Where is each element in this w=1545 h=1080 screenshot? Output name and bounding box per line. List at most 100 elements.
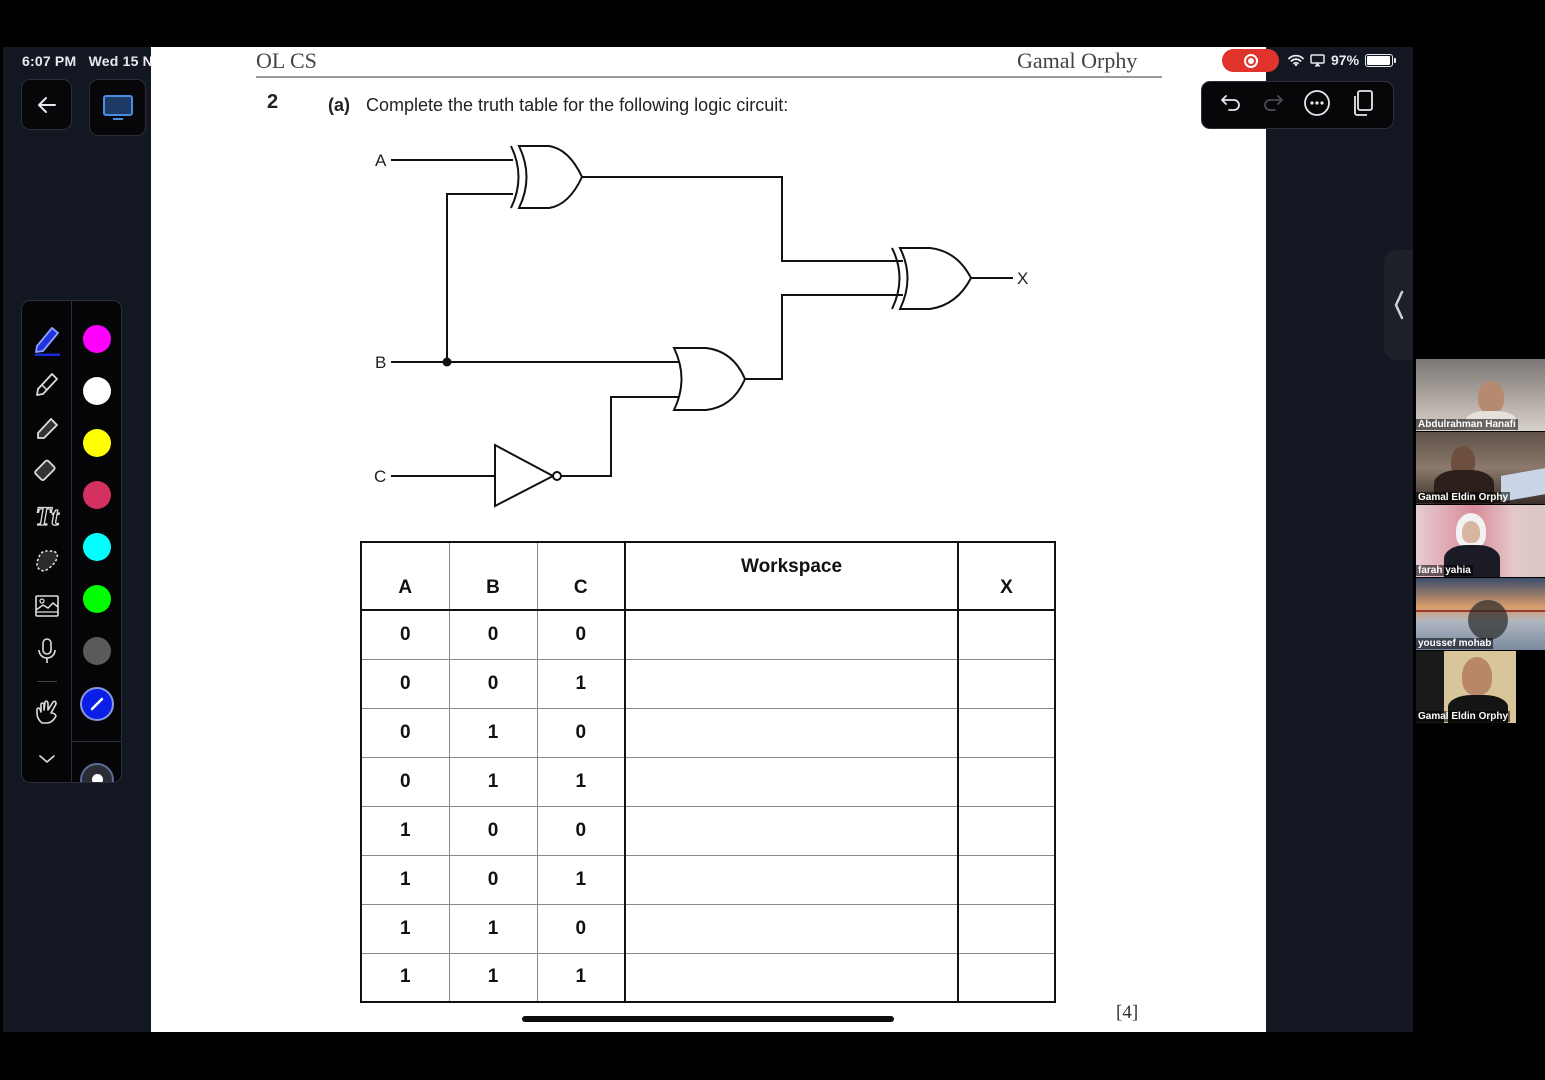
input-label-b: B xyxy=(375,353,386,372)
cell-b: 0 xyxy=(448,805,538,856)
cell-c: 0 xyxy=(536,609,626,660)
video-feed xyxy=(1468,600,1508,640)
cell-c: 0 xyxy=(536,903,626,954)
wifi-icon xyxy=(1288,54,1304,66)
cell-a: 1 xyxy=(360,854,450,905)
participant-videos: Abdulrahman Hanafi Gamal Eldin Orphy far… xyxy=(1416,359,1545,724)
color-swatch-green[interactable] xyxy=(83,585,111,613)
color-swatch-white[interactable] xyxy=(83,377,111,405)
stroke-size-button[interactable] xyxy=(80,763,114,782)
truth-table: A B C Workspace X 0 0 0 0 0 1 xyxy=(360,541,1056,1003)
participant-tile[interactable]: youssef mohab xyxy=(1416,578,1545,650)
cell-a: 1 xyxy=(360,805,450,856)
palette-expand-button[interactable] xyxy=(30,742,64,776)
record-icon xyxy=(1243,53,1258,68)
cell-c: 1 xyxy=(536,756,626,807)
cell-b: 1 xyxy=(448,952,538,1003)
date: Wed 15 N xyxy=(88,53,153,69)
tool-eraser[interactable] xyxy=(30,454,64,488)
cell-x[interactable] xyxy=(957,805,1056,856)
cell-workspace[interactable] xyxy=(624,805,959,856)
color-swatch-yellow[interactable] xyxy=(83,429,111,457)
col-header-a: A xyxy=(360,541,450,611)
marks-label: [4] xyxy=(1116,1002,1139,1023)
pages-button[interactable] xyxy=(1351,89,1375,122)
tool-lasso[interactable] xyxy=(30,544,64,578)
battery-percent: 97% xyxy=(1331,52,1360,68)
cell-workspace[interactable] xyxy=(624,903,959,954)
tool-pen[interactable] xyxy=(30,322,64,356)
monitor-icon xyxy=(102,94,133,120)
cell-x[interactable] xyxy=(957,658,1056,709)
tool-audio[interactable] xyxy=(30,634,64,668)
more-options-button[interactable] xyxy=(1303,89,1331,122)
redo-button[interactable] xyxy=(1262,94,1284,117)
participant-tile[interactable]: Gamal Eldin Orphy xyxy=(1416,651,1516,723)
home-indicator[interactable] xyxy=(522,1016,894,1022)
top-toolbar xyxy=(1201,81,1394,129)
tool-pencil[interactable] xyxy=(30,366,64,400)
cell-c: 1 xyxy=(536,658,626,709)
color-swatch-blue-selected[interactable] xyxy=(80,687,114,721)
input-label-c: C xyxy=(374,467,386,486)
side-panel-handle[interactable] xyxy=(1384,250,1413,360)
question-part: (a) xyxy=(328,95,350,115)
participant-name: Gamal Eldin Orphy xyxy=(1416,711,1511,722)
screen-recording-indicator[interactable] xyxy=(1222,49,1279,72)
cell-workspace[interactable] xyxy=(624,658,959,709)
table-row: 0 0 0 xyxy=(360,609,1056,660)
participant-name: Abdulrahman Hanafi xyxy=(1416,419,1518,430)
color-swatch-gray[interactable] xyxy=(83,637,111,665)
palette-divider xyxy=(71,301,72,782)
participant-tile[interactable]: Gamal Eldin Orphy xyxy=(1416,432,1545,504)
cell-a: 0 xyxy=(360,609,450,660)
cell-x[interactable] xyxy=(957,952,1056,1003)
cell-b: 0 xyxy=(448,854,538,905)
cell-workspace[interactable] xyxy=(624,854,959,905)
cell-workspace[interactable] xyxy=(624,609,959,660)
cell-x[interactable] xyxy=(957,903,1056,954)
cell-x[interactable] xyxy=(957,854,1056,905)
cell-x[interactable] xyxy=(957,707,1056,758)
video-feed xyxy=(1462,657,1492,695)
microphone-icon xyxy=(38,638,56,663)
question-text: Complete the truth table for the followi… xyxy=(366,95,789,115)
logic-circuit-diagram: A B C X xyxy=(374,145,1028,508)
tool-image[interactable] xyxy=(30,589,64,623)
cell-workspace[interactable] xyxy=(624,952,959,1003)
cell-workspace[interactable] xyxy=(624,756,959,807)
col-header-b: B xyxy=(448,541,538,611)
screen-share-button[interactable] xyxy=(89,79,146,136)
document-page[interactable]: OL CS Gamal Orphy 2 (a) Complete the tru… xyxy=(151,47,1266,1032)
participant-name: youssef mohab xyxy=(1416,638,1494,649)
participant-tile[interactable]: farah yahia xyxy=(1416,505,1545,577)
cell-c: 1 xyxy=(536,854,626,905)
color-swatch-cyan[interactable] xyxy=(83,533,111,561)
tool-text[interactable]: Tt xyxy=(30,500,64,534)
participant-tile[interactable]: Abdulrahman Hanafi xyxy=(1416,359,1545,431)
undo-button[interactable] xyxy=(1220,94,1242,117)
battery-icon xyxy=(1365,53,1397,67)
back-button[interactable] xyxy=(21,79,72,130)
color-swatch-crimson[interactable] xyxy=(83,481,111,509)
participant-name: farah yahia xyxy=(1416,565,1473,576)
tool-hand[interactable] xyxy=(30,694,64,728)
tool-highlighter[interactable] xyxy=(30,410,64,444)
table-row: 0 1 1 xyxy=(360,756,1056,807)
table-row: 1 1 1 xyxy=(360,952,1056,1003)
cell-x[interactable] xyxy=(957,609,1056,660)
highlighter-icon xyxy=(37,418,58,439)
chevron-down-icon xyxy=(39,755,55,764)
cell-b: 0 xyxy=(448,609,538,660)
cell-x[interactable] xyxy=(957,756,1056,807)
col-header-x: X xyxy=(957,541,1056,611)
ellipsis-circle-icon xyxy=(1304,89,1331,116)
pages-copy-icon xyxy=(1354,89,1374,116)
cell-workspace[interactable] xyxy=(624,707,959,758)
header-course: OL CS xyxy=(256,48,317,73)
edit-color-icon xyxy=(90,697,104,711)
eraser-icon xyxy=(34,459,56,481)
participant-name: Gamal Eldin Orphy xyxy=(1416,492,1511,503)
color-swatch-magenta[interactable] xyxy=(83,325,111,353)
table-row: 0 0 1 xyxy=(360,658,1056,709)
